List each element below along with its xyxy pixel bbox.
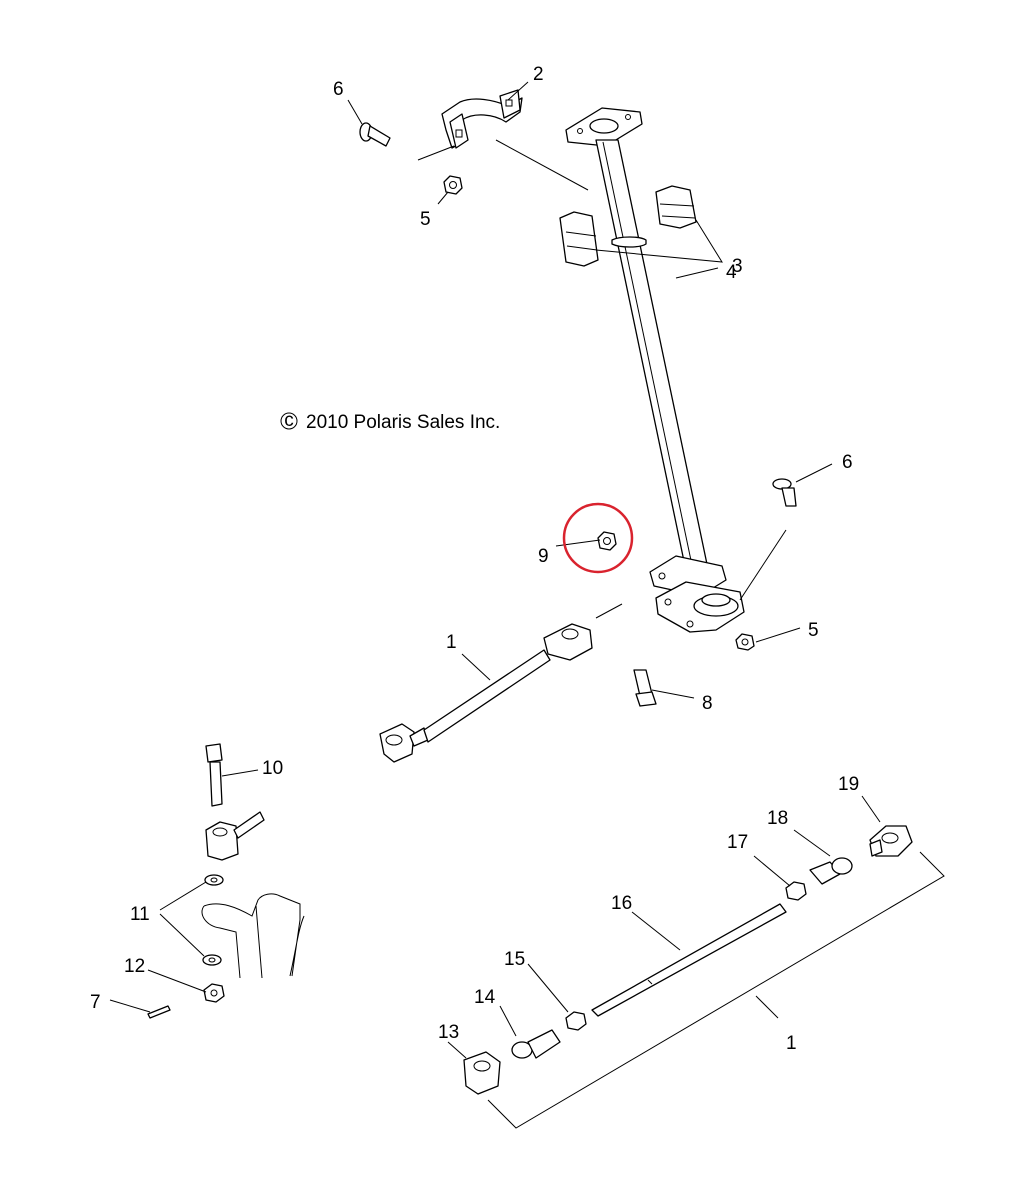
bushing-part-3-right[interactable]: [655, 185, 697, 229]
callout-13: 13: [438, 1022, 459, 1043]
copyright-text: 2010 Polaris Sales Inc.: [306, 412, 500, 433]
callout-6-upper: 6: [333, 79, 344, 100]
copyright-notice: c 2010 Polaris Sales Inc.: [280, 410, 500, 433]
tie-rod-part-1-upper[interactable]: [379, 623, 593, 763]
callout-10: 10: [262, 758, 283, 779]
callout-9: 9: [538, 546, 549, 567]
callout-12: 12: [124, 956, 145, 977]
callout-17: 17: [727, 832, 748, 853]
steering-post-part-4[interactable]: [565, 107, 745, 633]
nut-part-9[interactable]: [597, 531, 617, 551]
washer-part-11-lower[interactable]: [202, 954, 222, 966]
callout-1-upper: 1: [446, 632, 457, 653]
rod-end-upper-left[interactable]: [205, 811, 265, 861]
ball-joint-part-14[interactable]: [511, 1029, 561, 1059]
rod-end-part-19[interactable]: [869, 825, 913, 857]
callout-1-lower: 1: [786, 1033, 797, 1054]
bolt-part-10[interactable]: [205, 743, 223, 807]
nut-part-5-upper[interactable]: [443, 175, 463, 195]
callout-16: 16: [611, 893, 632, 914]
tie-rod-shaft-part-16[interactable]: [591, 903, 787, 1017]
callout-7: 7: [90, 992, 101, 1013]
callout-19: 19: [838, 774, 859, 795]
callout-2: 2: [533, 64, 544, 85]
bolt-part-8[interactable]: [633, 669, 657, 707]
washer-part-11-upper[interactable]: [204, 874, 224, 886]
nut-part-12[interactable]: [203, 983, 225, 1003]
cotter-pin-part-7[interactable]: [147, 1005, 171, 1019]
highlight-circle: [562, 502, 634, 574]
nut-part-15[interactable]: [565, 1011, 587, 1031]
copyright-symbol: c: [284, 410, 294, 431]
leader-lines: [109, 81, 945, 1129]
bushing-part-3-left[interactable]: [559, 211, 599, 267]
callout-4: 4: [726, 262, 737, 283]
steering-knuckle-arm: [201, 893, 305, 979]
callout-18: 18: [767, 808, 788, 829]
clamp-bracket-part-2[interactable]: [441, 89, 523, 149]
callout-6-lower: 6: [842, 452, 853, 473]
rod-end-part-13[interactable]: [463, 1051, 501, 1095]
callout-11: 11: [130, 904, 150, 925]
callout-3: 3: [732, 256, 743, 277]
bolt-part-6-upper[interactable]: [359, 122, 391, 147]
nut-part-5-lower[interactable]: [735, 633, 755, 651]
callout-labels: 6 2 5 3 4 6 9 5 1 8 10 19 18 17 16 11 15…: [90, 64, 859, 1054]
bolt-part-6-lower[interactable]: [772, 478, 797, 507]
nut-part-17[interactable]: [785, 881, 807, 901]
ball-joint-part-18[interactable]: [809, 857, 853, 885]
callout-5-lower: 5: [808, 620, 819, 641]
callout-8: 8: [702, 693, 713, 714]
callout-14: 14: [474, 987, 496, 1008]
callout-15: 15: [504, 949, 525, 970]
callout-5-upper: 5: [420, 209, 431, 230]
